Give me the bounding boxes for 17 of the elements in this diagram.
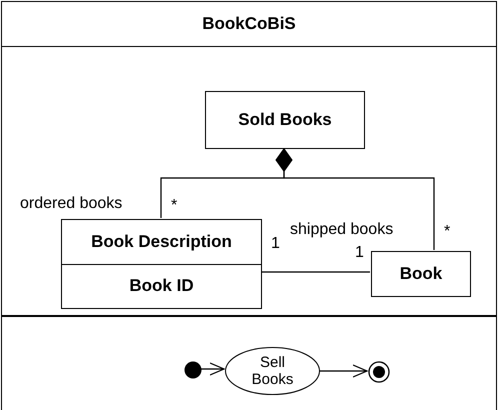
role-name: ordered books — [20, 196, 122, 212]
multiplicity: * — [171, 198, 178, 214]
composition-line — [275, 148, 435, 250]
class-box: Book — [371, 251, 471, 297]
multiplicity: 1 — [355, 245, 364, 261]
arrow — [201, 362, 225, 376]
activity-ellipse: Sell Books — [225, 347, 320, 395]
association-line — [261, 271, 370, 273]
final-state — [368, 361, 390, 383]
role-name: shipped books — [290, 222, 394, 238]
initial-state — [184, 361, 202, 379]
class-box: Book Description Book ID — [61, 219, 262, 309]
frame-title: BookCoBiS — [202, 14, 296, 34]
multiplicity: 1 — [271, 236, 280, 252]
multiplicity: * — [444, 224, 450, 240]
class-box: Sold Books — [205, 91, 365, 149]
arrow — [319, 364, 368, 378]
